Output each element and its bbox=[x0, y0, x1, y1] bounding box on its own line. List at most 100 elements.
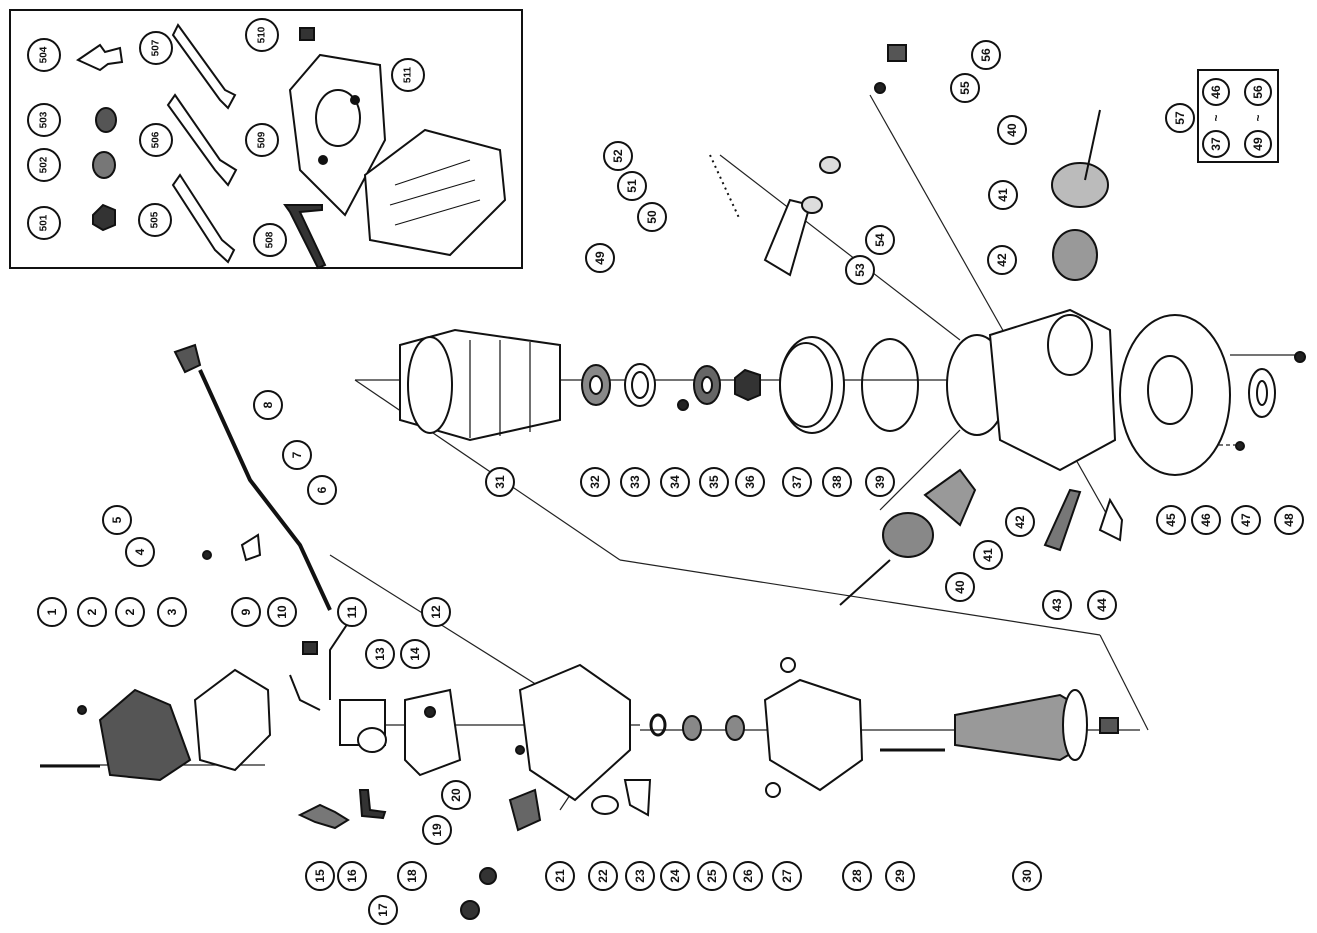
callout-56: 56 bbox=[971, 40, 1001, 70]
callout-37: 37 bbox=[782, 467, 812, 497]
legend-circle bbox=[1202, 130, 1230, 158]
callout-label: 13 bbox=[373, 647, 387, 661]
callout-49: 49 bbox=[585, 243, 615, 273]
callout-label: 510 bbox=[257, 26, 268, 43]
callout-label: 18 bbox=[405, 869, 419, 883]
callout-label: 26 bbox=[741, 869, 755, 883]
callout-label: 2 bbox=[85, 608, 99, 615]
callout-label: 44 bbox=[1095, 598, 1109, 612]
callout-504: 504 bbox=[27, 38, 61, 72]
callout-42: 42 bbox=[1005, 507, 1035, 537]
callout-26: 26 bbox=[733, 861, 763, 891]
part-drawings bbox=[40, 23, 1306, 920]
callout-label: 502 bbox=[39, 156, 50, 173]
callout-17: 17 bbox=[368, 895, 398, 925]
callout-label: 30 bbox=[1020, 869, 1034, 883]
callout-14: 14 bbox=[400, 639, 430, 669]
callout-label: 38 bbox=[830, 475, 844, 489]
callout-label: 28 bbox=[850, 869, 864, 883]
legend-range-start: 49 bbox=[1251, 137, 1265, 151]
callout-21: 21 bbox=[545, 861, 575, 891]
callout-31: 31 bbox=[485, 467, 515, 497]
callout-1: 1 bbox=[37, 597, 67, 627]
callout-label: 9 bbox=[239, 608, 253, 615]
callout-505: 505 bbox=[138, 203, 172, 237]
callout-54: 54 bbox=[865, 225, 895, 255]
callout-label: 46 bbox=[1199, 513, 1213, 527]
callout-label: 12 bbox=[429, 605, 443, 619]
callout-label: 40 bbox=[953, 580, 967, 594]
accessory-box bbox=[9, 9, 523, 269]
callout-28: 28 bbox=[842, 861, 872, 891]
callout-39: 39 bbox=[865, 467, 895, 497]
callout-33: 33 bbox=[620, 467, 650, 497]
callout-label: 511 bbox=[403, 66, 414, 83]
callout-42: 42 bbox=[987, 245, 1017, 275]
callout-label: 54 bbox=[873, 233, 887, 247]
callout-10: 10 bbox=[267, 597, 297, 627]
callout-label: 23 bbox=[633, 869, 647, 883]
legend-circle bbox=[1244, 130, 1272, 158]
legend-range-end: 46 bbox=[1209, 85, 1223, 99]
callout-501: 501 bbox=[27, 206, 61, 240]
callout-11: 11 bbox=[337, 597, 367, 627]
callout-8: 8 bbox=[253, 390, 283, 420]
callout-9: 9 bbox=[231, 597, 261, 627]
callout-48: 48 bbox=[1274, 505, 1304, 535]
callout-label: 53 bbox=[853, 263, 867, 277]
callout-label: 8 bbox=[261, 401, 275, 408]
callout-label: 5 bbox=[110, 516, 124, 523]
callout-label: 49 bbox=[593, 251, 607, 265]
callout-label: 37 bbox=[790, 475, 804, 489]
callout-label: 16 bbox=[345, 869, 359, 883]
callout-label: 57 bbox=[1173, 111, 1187, 125]
callout-label: 39 bbox=[873, 475, 887, 489]
callout-label: 27 bbox=[780, 869, 794, 883]
callout-508: 508 bbox=[253, 223, 287, 257]
callout-41: 41 bbox=[973, 540, 1003, 570]
callout-40: 40 bbox=[997, 115, 1027, 145]
callout-label: 10 bbox=[275, 605, 289, 619]
callout-29: 29 bbox=[885, 861, 915, 891]
callout-25: 25 bbox=[697, 861, 727, 891]
callout-label: 14 bbox=[408, 647, 422, 661]
callout-label: 4 bbox=[133, 548, 147, 555]
callout-label: 42 bbox=[995, 253, 1009, 267]
callout-12: 12 bbox=[421, 597, 451, 627]
callout-55: 55 bbox=[950, 73, 980, 103]
callout-label: 17 bbox=[376, 903, 390, 917]
callout-16: 16 bbox=[337, 861, 367, 891]
callout-label: 51 bbox=[625, 179, 639, 193]
callout-label: 22 bbox=[596, 869, 610, 883]
callout-label: 45 bbox=[1164, 513, 1178, 527]
callout-label: 34 bbox=[668, 475, 682, 489]
callout-label: 55 bbox=[958, 81, 972, 95]
callout-label: 506 bbox=[151, 131, 162, 148]
callout-label: 15 bbox=[313, 869, 327, 883]
callout-label: 7 bbox=[290, 451, 304, 458]
callout-label: 29 bbox=[893, 869, 907, 883]
callout-41: 41 bbox=[988, 180, 1018, 210]
callout-35: 35 bbox=[699, 467, 729, 497]
callout-507: 507 bbox=[139, 31, 173, 65]
callout-label: 11 bbox=[345, 605, 359, 618]
callout-502: 502 bbox=[27, 148, 61, 182]
callout-label: 31 bbox=[493, 475, 507, 489]
callout-label: 507 bbox=[151, 39, 162, 56]
callout-label: 52 bbox=[611, 149, 625, 163]
legend-57 bbox=[1197, 69, 1279, 163]
legend-circle bbox=[1244, 78, 1272, 106]
callout-3: 3 bbox=[157, 597, 187, 627]
callout-45: 45 bbox=[1156, 505, 1186, 535]
callout-label: 40 bbox=[1005, 123, 1019, 137]
legend-circle bbox=[1202, 78, 1230, 106]
callout-label: 6 bbox=[315, 486, 329, 493]
callout-label: 43 bbox=[1050, 598, 1064, 612]
callout-label: 3 bbox=[165, 608, 179, 615]
callout-label: 47 bbox=[1239, 513, 1253, 527]
callout-label: 1 bbox=[45, 608, 59, 615]
callout-15: 15 bbox=[305, 861, 335, 891]
callout-24: 24 bbox=[660, 861, 690, 891]
